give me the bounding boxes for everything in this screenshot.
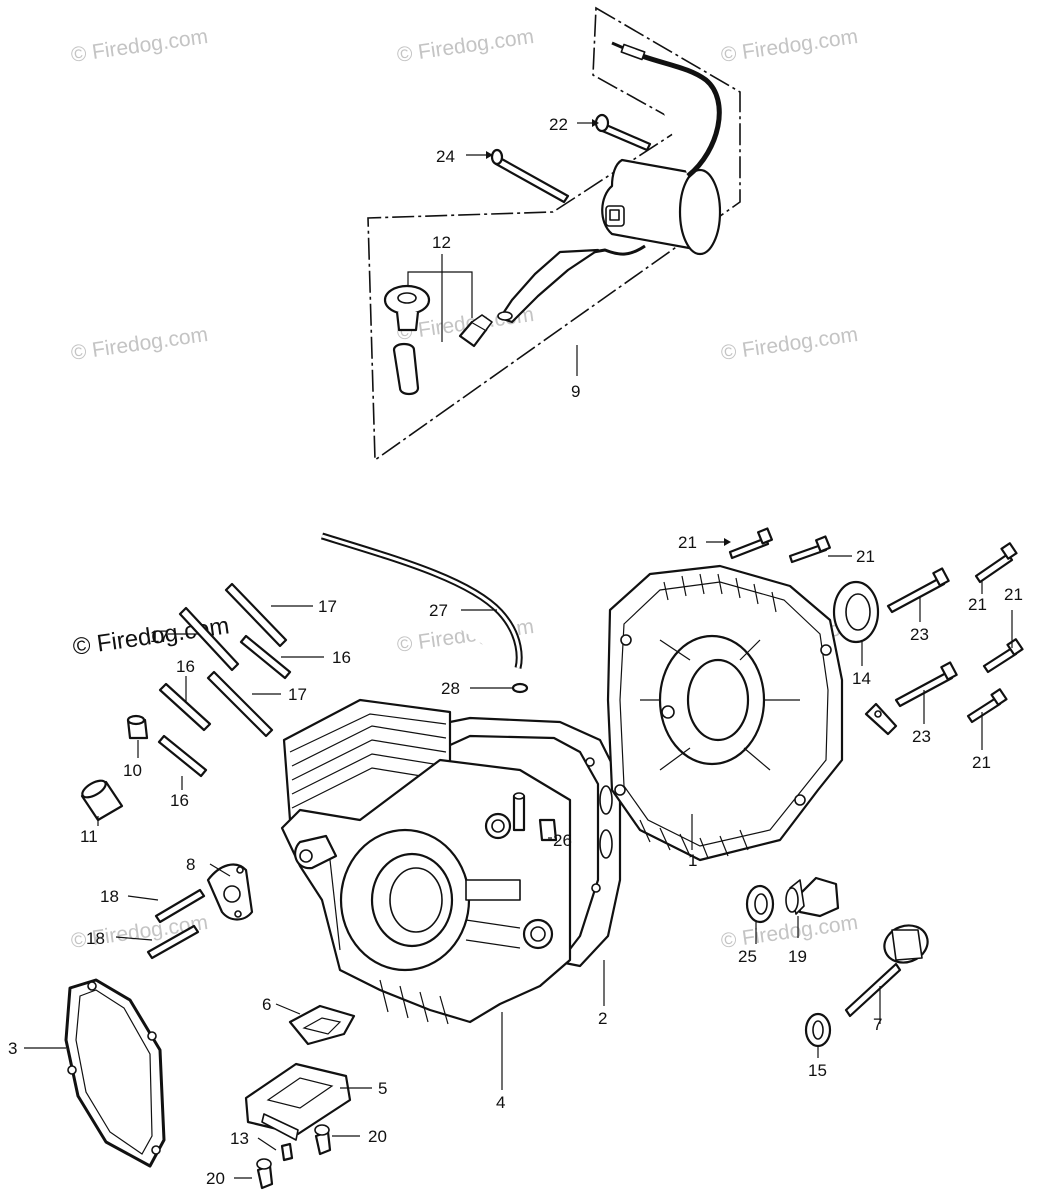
stud-icon — [158, 682, 212, 732]
part-label-16: 16 — [170, 791, 189, 810]
part-label-17: 17 — [150, 627, 169, 646]
clip-icon — [511, 682, 529, 694]
part-label-20: 20 — [368, 1127, 387, 1146]
oil-seal-icon — [832, 580, 880, 644]
part-label-25: 25 — [738, 947, 757, 966]
part-label-14: 14 — [852, 669, 871, 688]
bolt-icon — [974, 552, 1014, 584]
reed-gasket-icon — [288, 1004, 356, 1046]
part-label-24: 24 — [436, 147, 455, 166]
drain-group: 25 19 7 15 — [738, 876, 929, 1080]
part-label-6: 6 — [262, 995, 271, 1014]
screw-icon — [280, 1142, 294, 1162]
part-label-16: 16 — [332, 648, 351, 667]
group-boundary — [367, 6, 741, 462]
part-label-9: 9 — [571, 382, 580, 401]
crankcase-icon — [280, 698, 622, 1025]
stud-icon — [206, 670, 274, 738]
breather-tube-group: 27 28 — [320, 532, 529, 698]
part-label-17: 17 — [318, 597, 337, 616]
part-label-21: 21 — [968, 595, 987, 614]
part-label-10: 10 — [123, 761, 142, 780]
cover-gasket-icon — [64, 978, 166, 1168]
crankcase-cover-icon — [606, 564, 844, 862]
part-label-22: 22 — [549, 115, 568, 134]
part-label-1: 1 — [688, 851, 697, 870]
part-label-4: 4 — [496, 1093, 505, 1112]
part-label-13: 13 — [230, 1129, 249, 1148]
part-label-3: 3 — [8, 1039, 17, 1058]
ignition-coil-icon — [497, 41, 722, 324]
part-label-23: 23 — [912, 727, 931, 746]
part-label-21: 21 — [856, 547, 875, 566]
watermark: © Firedog.com — [395, 25, 535, 67]
part-label-28: 28 — [441, 679, 460, 698]
bolts-right-group: 21 21 21 23 21 23 21 — [678, 527, 1024, 772]
part-label-21: 21 — [972, 753, 991, 772]
watermark: © Firedog.com — [719, 25, 859, 67]
watermark: © Firedog.com — [719, 323, 859, 365]
ignition-coil-group: 22 24 12 9 — [367, 6, 741, 462]
long-bolt-icon — [490, 148, 570, 204]
gasket-icon — [206, 863, 254, 921]
part-label-12: 12 — [432, 233, 451, 252]
clamp-icon — [864, 702, 898, 736]
part-label-2: 2 — [598, 1009, 607, 1028]
studs-group: 17 17 16 17 16 10 16 11 18 18 — [80, 582, 351, 960]
part-label-26: 26 — [553, 831, 572, 850]
part-label-8: 8 — [186, 855, 195, 874]
stud-icon — [178, 606, 240, 672]
part-label-21: 21 — [678, 533, 697, 552]
bolt-icon — [594, 113, 652, 152]
part-label-5: 5 — [378, 1079, 387, 1098]
lower-left-group: 8 3 6 5 13 — [8, 855, 387, 1190]
part-label-21: 21 — [1004, 585, 1023, 604]
part-label-17: 17 — [288, 685, 307, 704]
stud-icon — [154, 888, 206, 924]
part-label-16: 16 — [176, 657, 195, 676]
stud-icon — [146, 924, 200, 960]
part-label-15: 15 — [808, 1061, 827, 1080]
spark-plug-cap-icon — [383, 284, 493, 396]
part-label-7: 7 — [873, 1015, 882, 1034]
watermark: © Firedog.com — [69, 323, 209, 365]
dipstick-icon — [844, 924, 929, 1018]
part-label-11: 11 — [80, 827, 98, 846]
part-label-20: 20 — [206, 1169, 225, 1188]
stud-icon — [239, 634, 292, 680]
part-label-27: 27 — [429, 601, 448, 620]
part-label-18: 18 — [100, 887, 119, 906]
part-label-18: 18 — [86, 929, 105, 948]
bolt-icon — [728, 536, 770, 560]
drain-plug-icon — [785, 876, 840, 918]
stud-icon — [224, 582, 288, 648]
stud-icon — [157, 734, 208, 778]
reed-valve-icon — [244, 1062, 352, 1141]
part-label-23: 23 — [910, 625, 929, 644]
part-label-19: 19 — [788, 947, 807, 966]
long-bolt-icon — [886, 576, 946, 614]
watermark: © Firedog.com — [69, 25, 209, 67]
